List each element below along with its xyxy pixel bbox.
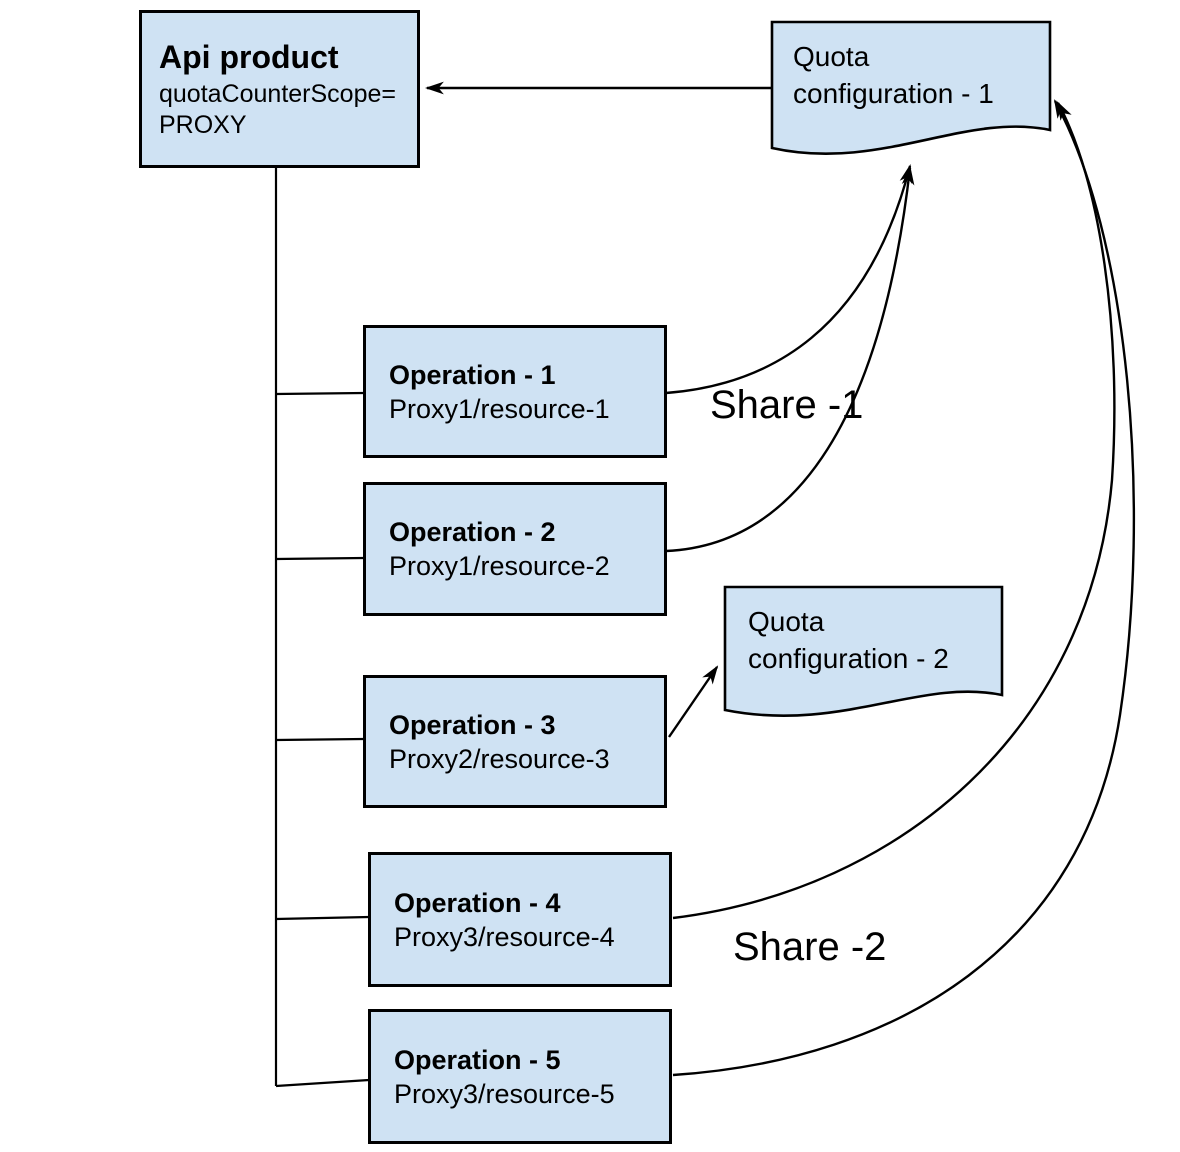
arrow-operation4-to-quota1 <box>672 101 1116 920</box>
operation-2-path: Proxy1/resource-2 <box>389 551 610 581</box>
operation-3-title: Operation - 3 <box>389 709 556 740</box>
operation-5-path: Proxy3/resource-5 <box>394 1078 615 1109</box>
quota-config-1-line1: Quota <box>793 41 870 72</box>
node-operation-4: Operation - 4 Proxy3/resource-4 <box>368 852 672 987</box>
node-api-product: Api product quotaCounterScope= PROXY <box>139 10 420 168</box>
share-2-label: Share -2 <box>733 925 887 969</box>
arrow-operation5-to-quota1 <box>672 99 1136 1077</box>
share-1-label: Share -1 <box>710 383 864 427</box>
quota-config-1-line2: configuration - 1 <box>793 78 994 109</box>
api-product-title: Api product <box>159 39 339 75</box>
arrow-operation2-to-quota1 <box>665 165 915 553</box>
quota-config-2-line1: Quota <box>748 606 825 637</box>
api-product-scope-line: quotaCounterScope= <box>159 80 396 108</box>
operation-4-title: Operation - 4 <box>394 887 561 918</box>
branch-operation-5 <box>275 1078 370 1088</box>
api-product-scope-value: PROXY <box>159 111 247 139</box>
node-operation-2: Operation - 2 Proxy1/resource-2 <box>363 482 667 616</box>
branch-operation-4 <box>275 915 370 921</box>
node-operation-3: Operation - 3 Proxy2/resource-3 <box>363 675 667 808</box>
branch-operation-2 <box>275 556 365 561</box>
operation-1-title: Operation - 1 <box>389 359 556 390</box>
operation-4-path: Proxy3/resource-4 <box>394 921 615 952</box>
branch-operation-3 <box>275 737 365 742</box>
quota-config-2-line2: configuration - 2 <box>748 643 949 674</box>
operation-3-path: Proxy2/resource-3 <box>389 743 610 774</box>
branch-operation-1 <box>275 391 365 396</box>
quota-config-2-label: Quota configuration - 2 <box>748 603 949 677</box>
operation-5-title: Operation - 5 <box>394 1044 561 1075</box>
arrow-operation1-to-quota1 <box>665 163 912 395</box>
node-operation-5: Operation - 5 Proxy3/resource-5 <box>368 1009 672 1144</box>
quota-config-1-shape <box>770 20 1052 156</box>
quota-config-1-label: Quota configuration - 1 <box>793 38 994 112</box>
quota-config-2-shape <box>723 585 1004 717</box>
node-operation-1: Operation - 1 Proxy1/resource-1 <box>363 325 667 458</box>
arrow-operation3-to-quota2 <box>668 665 719 738</box>
operation-1-path: Proxy1/resource-1 <box>389 393 610 424</box>
operation-2-title: Operation - 2 <box>389 517 556 547</box>
